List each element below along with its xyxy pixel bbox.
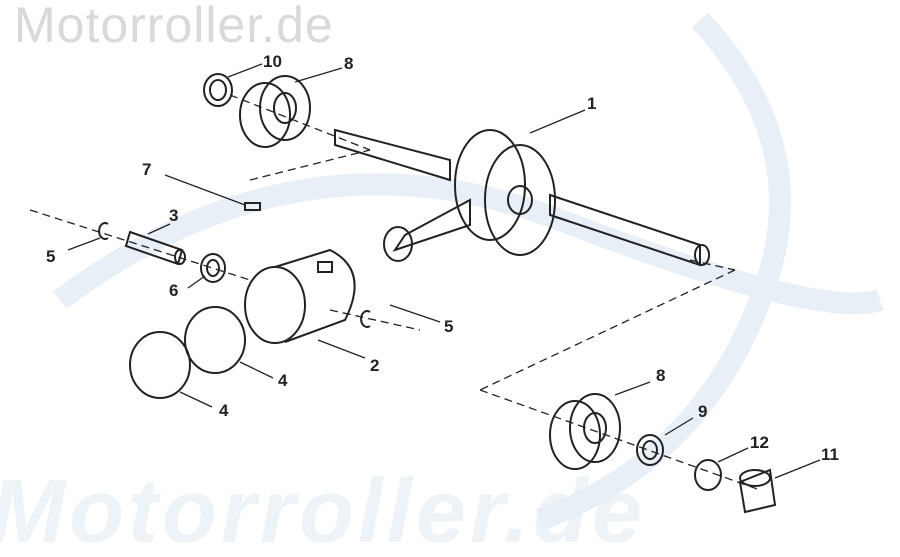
callout-12: 12: [750, 433, 769, 452]
piston-pin-3: [124, 230, 186, 266]
watermark-top: Motorroller.de: [14, 0, 334, 53]
circlip-5-right: [360, 310, 371, 328]
watermark-logo-shape: [53, 12, 884, 531]
piston-ring-4-a: [184, 306, 246, 374]
callout-1: 1: [587, 94, 597, 113]
bushing-11: [738, 468, 777, 514]
callout-3: 3: [169, 206, 179, 225]
callout-6: 6: [169, 281, 179, 300]
callout-leaders: [67, 63, 821, 479]
callout-4-a: 4: [278, 371, 288, 390]
circlip-5-left: [98, 222, 109, 240]
callout-11: 11: [821, 445, 839, 464]
callout-8-bottom: 8: [656, 366, 666, 385]
piston-2: [244, 248, 356, 344]
circlip-12: [694, 459, 722, 491]
callout-5-right: 5: [444, 317, 454, 336]
callout-4-b: 4: [219, 401, 229, 420]
callout-9: 9: [698, 402, 708, 421]
callout-10: 10: [263, 52, 282, 71]
crankshaft-1: [334, 128, 710, 267]
callout-7: 7: [142, 160, 152, 179]
seal-10: [203, 73, 233, 107]
watermark-bottom: Motorroller.de: [0, 462, 647, 557]
needle-bearing-6: [200, 253, 226, 283]
bearing-8-top: [239, 75, 311, 148]
assembly-axes: [29, 94, 761, 491]
callout-2: 2: [370, 356, 380, 375]
seal-9: [636, 434, 664, 466]
piston-ring-4-b: [129, 331, 191, 399]
key-7: [244, 202, 261, 211]
callout-5-left: 5: [46, 247, 56, 266]
bearing-8-bottom: [549, 393, 621, 470]
callout-8-top: 8: [344, 54, 354, 73]
